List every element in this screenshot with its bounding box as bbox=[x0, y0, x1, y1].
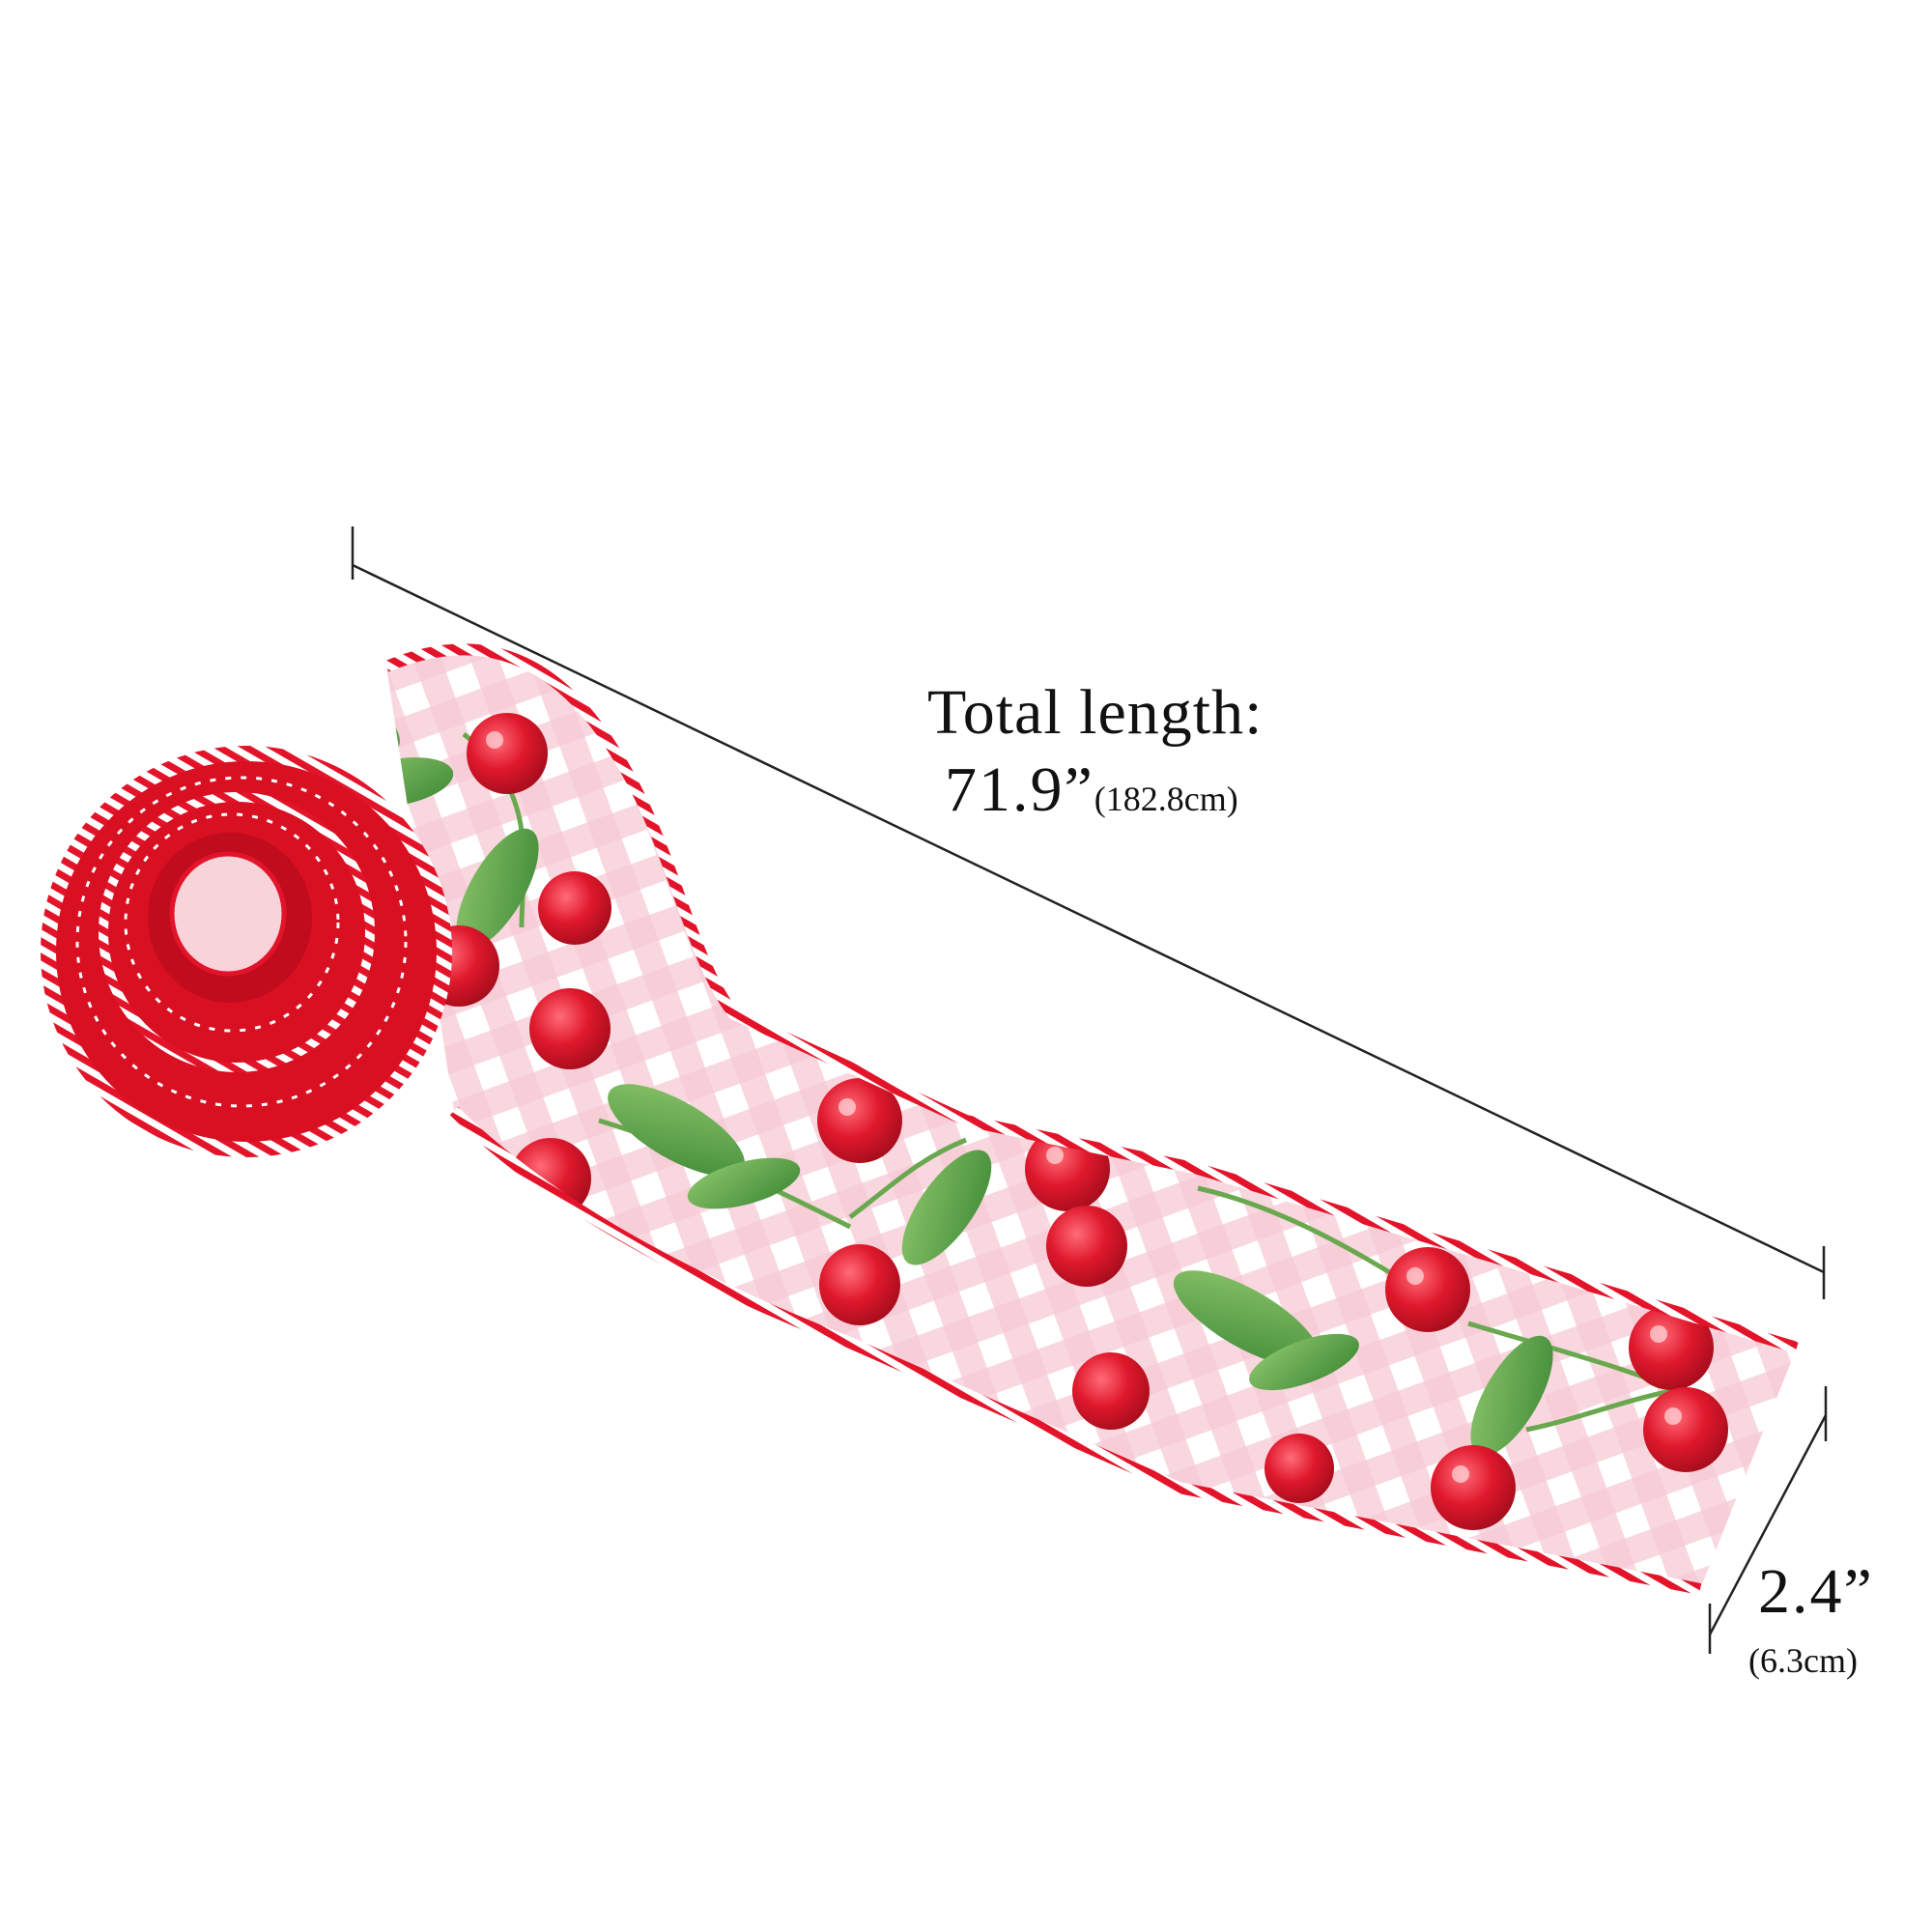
length-value: 71.9”(182.8cm) bbox=[945, 753, 1238, 827]
length-metric: (182.8cm) bbox=[1094, 780, 1238, 818]
ribbon-roll bbox=[41, 746, 452, 1157]
bottom-stitched-edge bbox=[449, 1106, 1702, 1595]
width-metric: (6.3cm) bbox=[1748, 1641, 1858, 1680]
length-label: Total length: bbox=[927, 677, 1264, 748]
length-dimension-line bbox=[351, 526, 1826, 1299]
top-stitched-edge bbox=[384, 643, 1799, 1353]
length-imperial: 71.9” bbox=[945, 754, 1094, 825]
width-dimension-line bbox=[1708, 1386, 1828, 1654]
cherry-motifs bbox=[418, 713, 1728, 1530]
cherry-highlights bbox=[486, 731, 1682, 1483]
width-imperial: 2.4” bbox=[1758, 1556, 1874, 1627]
